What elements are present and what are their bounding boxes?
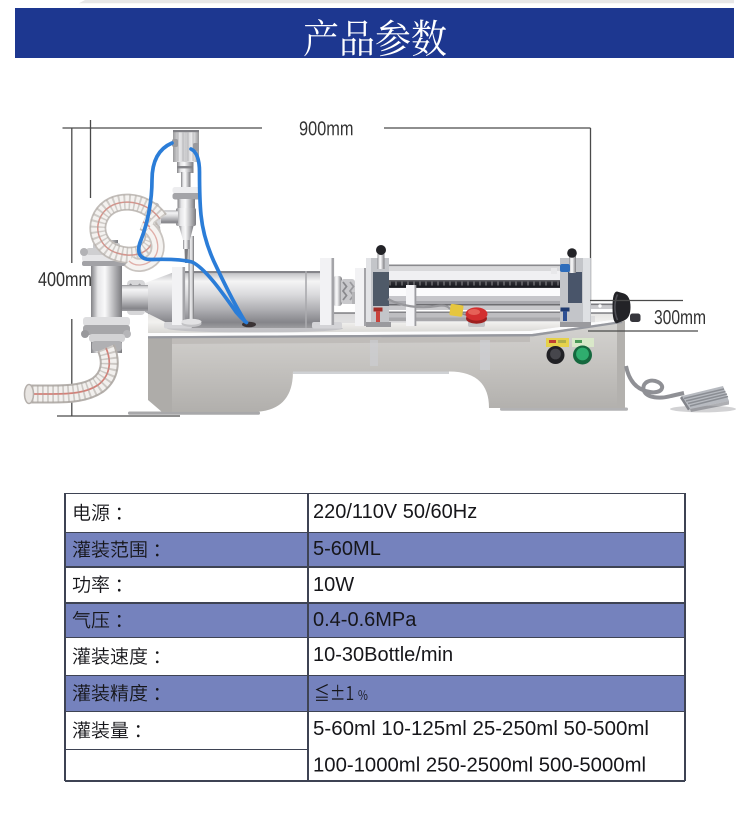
svg-text:100-1000ml 250-2500ml 500-5000: 100-1000ml 250-2500ml 500-5000ml: [313, 755, 646, 777]
svg-text:5-60ml 10-125ml 25-250ml 50-50: 5-60ml 10-125ml 25-250ml 50-500ml: [313, 718, 649, 740]
